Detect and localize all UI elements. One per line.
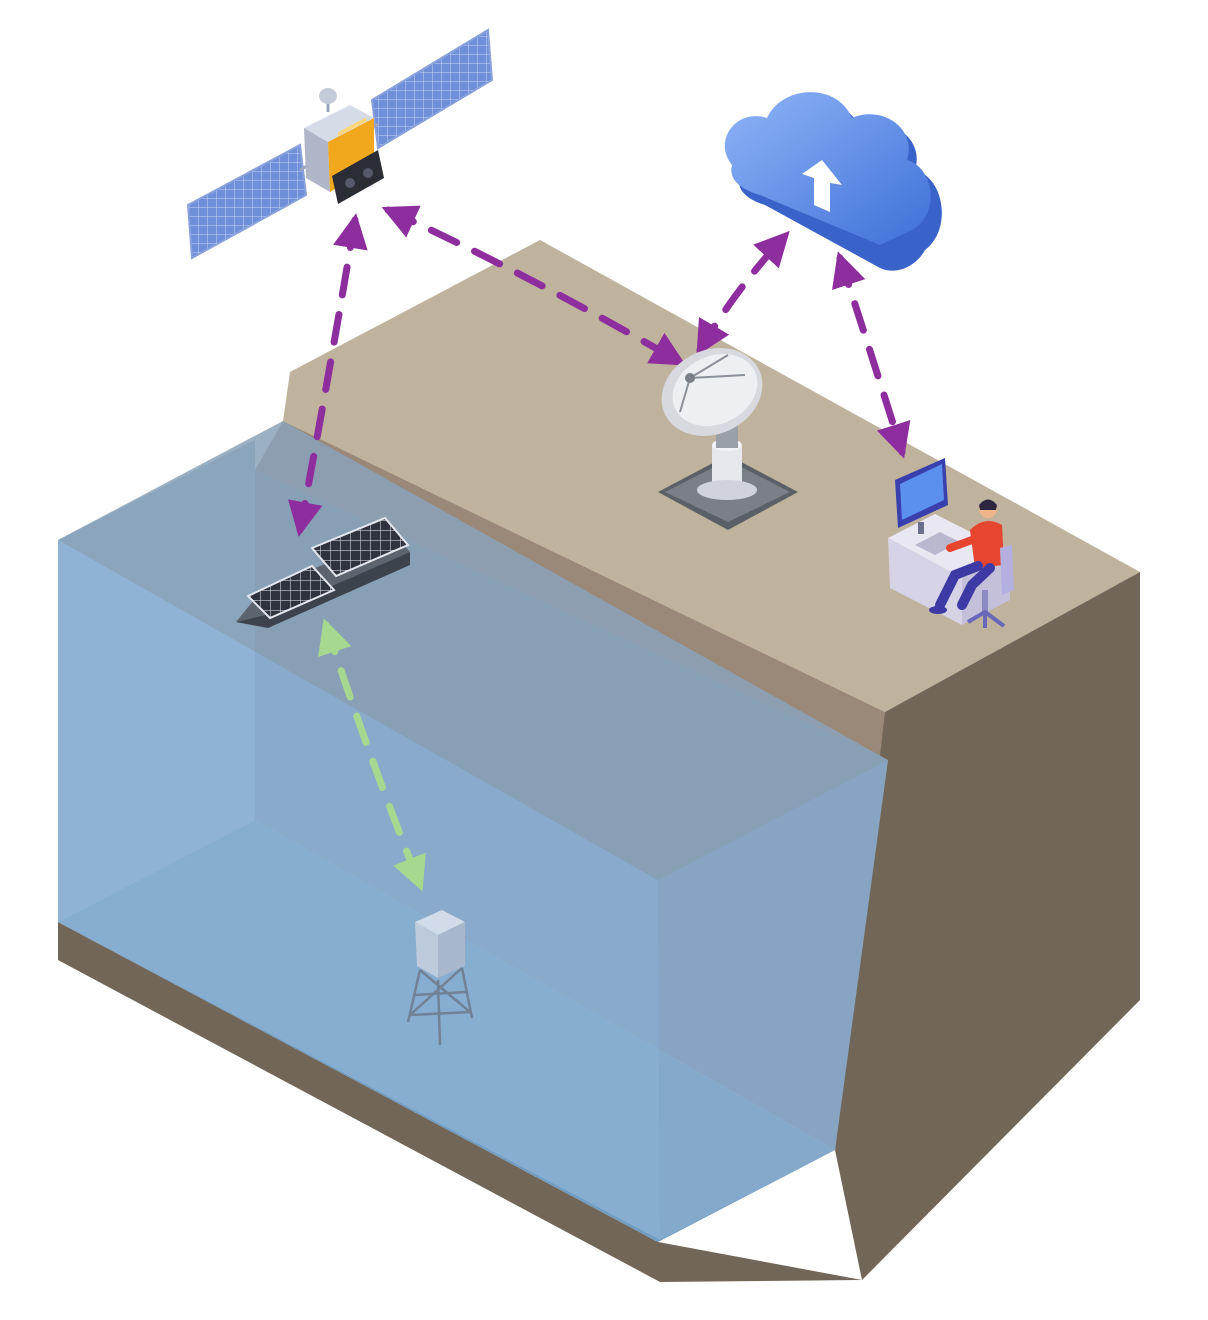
link-vessel-sensor	[318, 618, 426, 892]
solar-boat-icon	[236, 516, 410, 628]
link-satellite-groundstation	[381, 205, 687, 366]
water-right-face	[658, 760, 888, 1240]
seabed-sensor-tower-icon	[406, 910, 474, 1046]
operator-workstation-icon	[888, 458, 1014, 628]
satellite-dish-icon	[658, 348, 798, 530]
cloud-upload-icon	[724, 92, 942, 271]
link-satellite-vessel	[287, 213, 368, 537]
land-right-side	[835, 572, 1140, 1280]
satellite-icon	[186, 28, 494, 260]
link-cloud-operator	[832, 251, 911, 459]
link-groundstation-cloud	[696, 230, 790, 357]
water-surface	[58, 421, 888, 880]
links	[287, 205, 911, 892]
